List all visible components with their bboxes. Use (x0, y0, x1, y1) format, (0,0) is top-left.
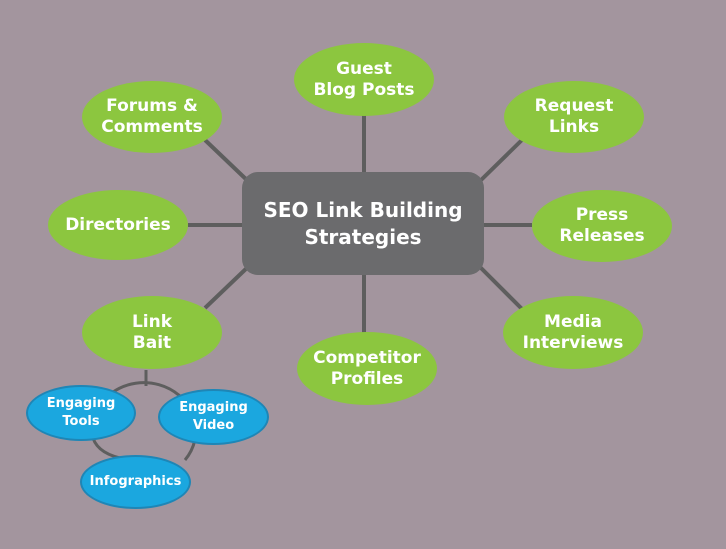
node-directories: Directories (48, 190, 188, 260)
connector-forums-comments (203, 138, 252, 185)
node-guest-blog-posts: Guest Blog Posts (294, 43, 434, 116)
subnode-infographics: Infographics (80, 455, 191, 509)
node-request-links: Request Links (504, 81, 644, 153)
subnode-engaging-tools: Engaging Tools (26, 385, 136, 441)
node-link-bait: Link Bait (82, 296, 222, 369)
node-press-releases: Press Releases (532, 190, 672, 262)
node-forums-comments: Forums & Comments (82, 81, 222, 153)
connector-link-bait (203, 263, 252, 310)
subnode-engaging-video: Engaging Video (158, 389, 269, 445)
connector-media-interviews (476, 263, 527, 314)
connector-request-links (476, 135, 527, 185)
node-competitor-profiles: Competitor Profiles (297, 332, 437, 405)
central-topic: SEO Link Building Strategies (242, 172, 484, 275)
node-media-interviews: Media Interviews (503, 296, 643, 369)
